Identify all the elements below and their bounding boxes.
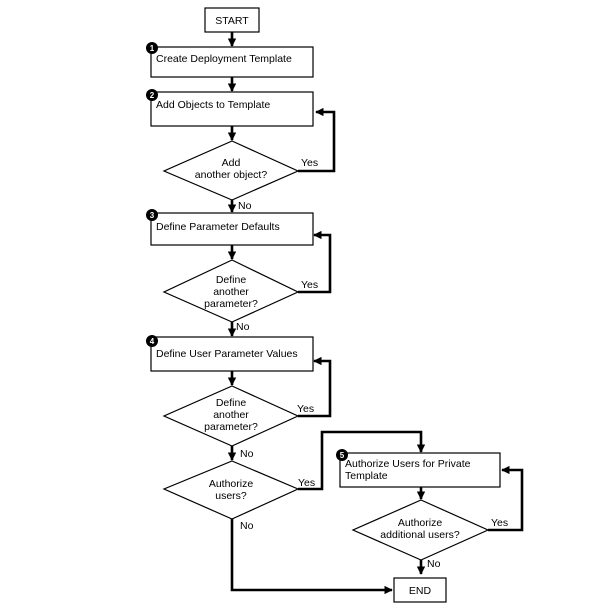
node-authorize-private-line-1: Authorize Users for Private: [345, 458, 471, 470]
decision-define-param-2-line-2: another: [213, 409, 249, 421]
decision-authorize-users: Authorize users?: [162, 460, 300, 520]
decision-add-another-object-line-1: Add: [222, 157, 241, 169]
step-badge-number: 4: [150, 337, 155, 346]
decision-authorize-users-line-1: Authorize: [209, 478, 254, 490]
decision-add-another-object: Add another object?: [162, 140, 300, 201]
decision-define-param-1-line-3: parameter?: [204, 298, 258, 310]
edge-param2-yes-loop: [298, 356, 332, 418]
step-badge-number: 5: [340, 451, 345, 460]
label-no-param2: No: [240, 448, 254, 460]
edge-labels: Yes No Yes No Yes No Yes No Yes No: [236, 157, 508, 570]
node-create-template: 1 Create Deployment Template: [146, 42, 314, 78]
label-yes-authorize: Yes: [298, 477, 315, 489]
decision-define-param-2-line-1: Define: [216, 397, 247, 409]
edge-authorize-no: [230, 519, 393, 595]
node-add-objects: 2 Add Objects to Template: [146, 89, 314, 127]
node-authorize-private-template: 5 Authorize Users for Private Template: [336, 449, 501, 488]
node-start-label: START: [215, 15, 249, 27]
label-no-param1: No: [236, 321, 250, 333]
label-no-additional: No: [427, 558, 441, 570]
label-yes-add-object: Yes: [301, 157, 318, 169]
decision-authorize-users-line-2: users?: [215, 490, 247, 502]
decision-define-another-parameter-1: Define another parameter?: [162, 259, 300, 323]
label-no-add-object: No: [238, 200, 252, 212]
edge-add-object-yes-loop: [298, 107, 336, 173]
node-define-user-parameter-values: 4 Define User Parameter Values: [146, 335, 314, 372]
step-badge-number: 3: [150, 211, 155, 220]
step-badge: [146, 42, 158, 54]
edge-param1-yes-loop: [298, 230, 332, 294]
decision-authorize-additional-line-1: Authorize: [398, 517, 443, 529]
node-add-objects-label: Add Objects to Template: [156, 99, 270, 111]
decision-define-param-2-line-3: parameter?: [204, 421, 258, 433]
node-create-template-label: Create Deployment Template: [156, 53, 292, 65]
step-badge: [146, 209, 158, 221]
decision-define-another-parameter-2: Define another parameter?: [162, 385, 300, 447]
node-authorize-private-line-2: Template: [345, 470, 388, 482]
step-badge-number: 2: [150, 91, 155, 100]
label-yes-param2: Yes: [297, 403, 314, 415]
step-badge-number: 1: [150, 44, 155, 53]
edges: [227, 32, 524, 595]
step-badge: [336, 449, 348, 461]
decision-add-another-object-line-2: another object?: [195, 169, 268, 181]
node-define-user-parameter-values-label: Define User Parameter Values: [156, 348, 298, 360]
decision-authorize-additional-users: Authorize additional users?: [351, 499, 490, 561]
label-no-authorize: No: [240, 520, 254, 532]
node-end: END: [393, 577, 447, 603]
edge-additional-yes-loop: [488, 465, 524, 532]
node-start: START: [204, 7, 260, 33]
step-badge: [146, 335, 158, 347]
decision-authorize-additional-line-2: additional users?: [380, 529, 460, 541]
node-end-label: END: [409, 585, 432, 597]
decision-define-param-1-line-2: another: [213, 286, 249, 298]
label-yes-additional: Yes: [491, 517, 508, 529]
step-badge: [146, 89, 158, 101]
node-define-parameter-defaults-label: Define Parameter Defaults: [156, 221, 280, 233]
node-define-parameter-defaults: 3 Define Parameter Defaults: [146, 209, 314, 246]
edge-authorize-yes: [298, 430, 426, 491]
label-yes-param1: Yes: [301, 279, 318, 291]
decision-define-param-1-line-1: Define: [216, 274, 247, 286]
